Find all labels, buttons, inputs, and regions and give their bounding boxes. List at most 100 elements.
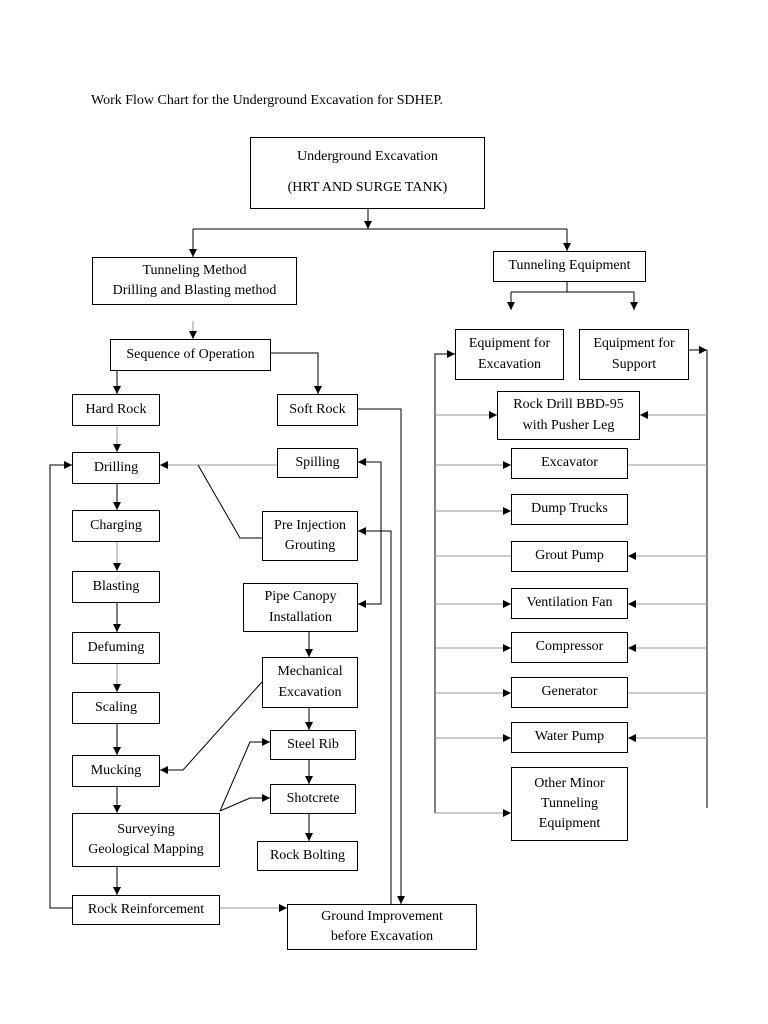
node-spilling: Spilling <box>277 448 358 478</box>
node-label-line: Other Minor <box>534 775 605 791</box>
node-ground-improvement: Ground Improvement before Excavation <box>287 904 477 950</box>
arrowhead <box>397 896 405 904</box>
node-defuming: Defuming <box>72 632 160 664</box>
node-blasting: Blasting <box>72 571 160 603</box>
node-label-line: Excavator <box>541 455 598 471</box>
arrowhead <box>503 600 511 608</box>
connector-line <box>358 461 382 605</box>
connector-line <box>358 408 402 904</box>
arrowhead <box>503 809 511 817</box>
connector-line <box>689 349 708 808</box>
connector-line <box>49 464 72 909</box>
node-label-line: Drilling and Blasting method <box>112 283 277 298</box>
arrowhead <box>503 507 511 515</box>
arrowhead <box>160 766 168 774</box>
node-label-line: before Excavation <box>330 929 434 944</box>
node-label-line: Generator <box>541 684 598 700</box>
arrowhead <box>113 684 121 692</box>
arrowhead <box>113 386 121 394</box>
node-water-pump: Water Pump <box>511 722 628 753</box>
node-rock-bolting: Rock Bolting <box>257 841 358 871</box>
arrowhead <box>628 600 636 608</box>
connector-line <box>197 464 262 539</box>
node-grout-pump: Grout Pump <box>511 541 628 572</box>
node-hard-rock: Hard Rock <box>72 394 160 426</box>
arrowhead <box>262 738 270 746</box>
arrowhead <box>189 331 197 339</box>
node-label-line: Hard Rock <box>85 401 147 417</box>
arrowhead <box>503 689 511 697</box>
node-label-line: Equipment for <box>593 336 675 352</box>
node-label-line: Equipment <box>538 816 601 832</box>
arrowhead <box>305 649 313 657</box>
node-label-line: Underground Excavation <box>297 149 438 165</box>
arrowhead <box>262 794 270 802</box>
connector-line <box>271 352 319 394</box>
node-label-line: Soft Rock <box>289 401 346 417</box>
node-soft-rock: Soft Rock <box>277 394 358 426</box>
node-label-line: Excavation <box>478 356 541 372</box>
node-label-line: Rock Reinforcement <box>87 901 205 917</box>
node-label-line: Mucking <box>90 762 142 778</box>
connector-line <box>160 681 263 771</box>
arrowhead <box>189 249 197 257</box>
node-root: Underground Excavation (HRT AND SURGE TAN… <box>250 137 485 209</box>
arrowhead <box>305 833 313 841</box>
node-label-line: Excavation <box>278 684 342 700</box>
arrowhead <box>699 346 707 354</box>
node-sequence: Sequence of Operation <box>110 339 271 371</box>
arrowhead <box>113 747 121 755</box>
node-label-line: Sequence of Operation <box>126 346 255 362</box>
node-label-line: Defuming <box>87 639 145 655</box>
arrowhead <box>113 887 121 895</box>
arrowhead <box>358 527 366 535</box>
arrowhead <box>305 722 313 730</box>
arrowhead <box>489 411 497 419</box>
node-label-line: Rock Bolting <box>269 847 346 863</box>
arrowhead <box>628 552 636 560</box>
arrowhead <box>358 458 366 466</box>
arrowhead <box>563 243 571 251</box>
node-drilling: Drilling <box>72 452 160 484</box>
node-label-line: Tunneling Equipment <box>508 258 631 274</box>
node-excavator: Excavator <box>511 448 628 479</box>
node-generator: Generator <box>511 677 628 708</box>
node-label-line: Rock Drill BBD-95 <box>513 397 624 413</box>
node-scaling: Scaling <box>72 692 160 724</box>
arrowhead <box>503 644 511 652</box>
connector-line <box>381 530 392 904</box>
node-label-line: Dump Trucks <box>531 501 608 517</box>
arrowhead <box>364 221 372 229</box>
node-charging: Charging <box>72 510 160 542</box>
arrowhead <box>628 644 636 652</box>
node-label-line: Scaling <box>95 699 137 715</box>
node-label-line: Grout Pump <box>535 548 604 564</box>
node-label-line: Installation <box>269 609 332 625</box>
node-label-line: Ventilation Fan <box>526 595 613 611</box>
node-steel-rib: Steel Rib <box>270 730 356 760</box>
node-label-line: Spilling <box>295 454 340 470</box>
node-label-line: Mechanical <box>277 664 343 680</box>
node-equipment: Tunneling Equipment <box>493 251 646 282</box>
node-label-line: Grouting <box>284 538 336 553</box>
arrowhead <box>113 444 121 452</box>
arrowhead <box>64 461 72 469</box>
arrowhead <box>113 805 121 813</box>
node-shotcrete: Shotcrete <box>270 784 356 814</box>
arrowhead <box>507 302 515 310</box>
arrowhead <box>305 776 313 784</box>
arrowhead <box>113 502 121 510</box>
node-label-line: Ground Improvement <box>321 908 443 924</box>
node-label-line: Water Pump <box>534 729 605 745</box>
node-label-line: Drilling <box>93 459 139 475</box>
chart-caption: Work Flow Chart for the Underground Exca… <box>91 93 444 108</box>
node-label-line: (HRT AND SURGE TANK) <box>287 180 448 195</box>
